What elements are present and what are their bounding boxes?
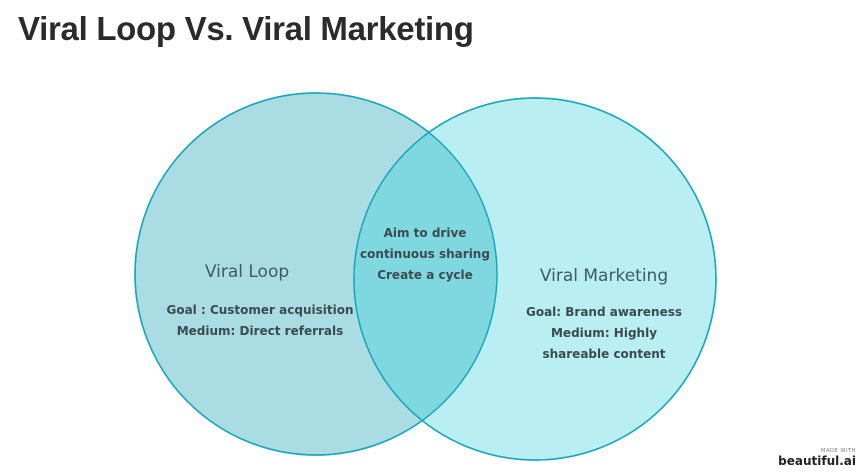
right-line: Goal: Brand awareness [525, 305, 683, 319]
made-with-label: MADE WITH [821, 448, 856, 454]
brand-logo: beautiful.ai [778, 454, 856, 468]
overlap-line: continuous sharing [360, 247, 490, 261]
right-line: Medium: Highly [550, 326, 658, 340]
overlap-text: Aim to drive continuous sharing Create a… [355, 223, 495, 286]
left-line: Medium: Direct referrals [176, 324, 344, 338]
made-with-badge[interactable]: MADE WITH beautiful.ai [778, 448, 856, 468]
left-line: Goal : Customer acquisition [166, 303, 354, 317]
right-circle-label: Viral Marketing [539, 266, 669, 286]
page-title: Viral Loop Vs. Viral Marketing [18, 10, 474, 47]
overlap-line: Create a cycle [377, 268, 473, 282]
left-circle-label: Viral Loop [204, 262, 290, 282]
left-circle-text: Goal : Customer acquisition Medium: Dire… [130, 300, 390, 342]
overlap-line: Aim to drive [383, 226, 467, 240]
venn-overlap [354, 98, 497, 455]
right-circle-text: Goal: Brand awareness Medium: Highly sha… [504, 302, 704, 365]
right-line: shareable content [542, 347, 666, 361]
